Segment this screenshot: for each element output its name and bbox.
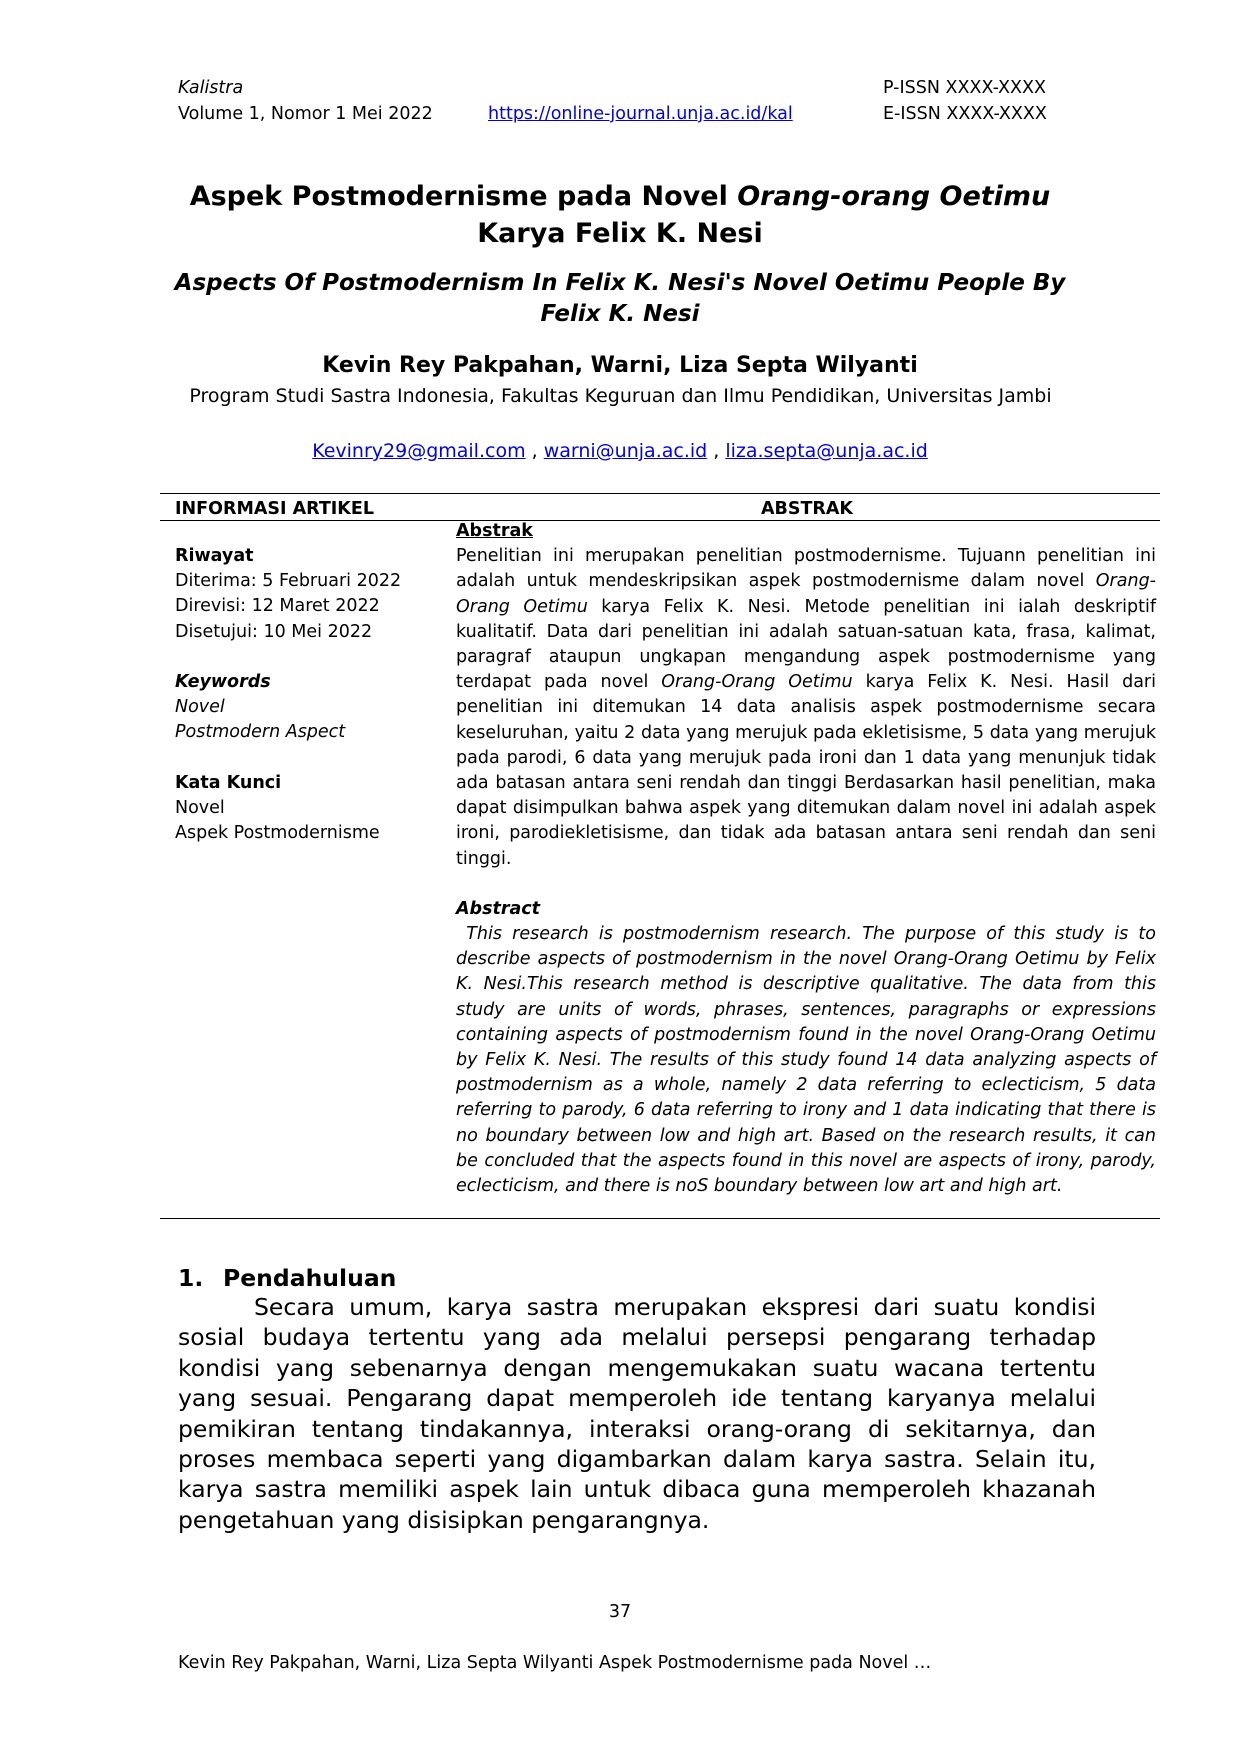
header-right: P-ISSN XXXX-XXXX E-ISSN XXXX-XXXX <box>883 75 1047 127</box>
accepted-date: Disetujui: 10 Mei 2022 <box>175 621 373 642</box>
title-text: Aspek Postmodernisme pada Novel <box>189 181 738 212</box>
keyword-item: Postmodern Aspect <box>175 722 346 743</box>
abstract-column: Abstrak Penelitian ini merupakan penelit… <box>456 519 1156 1199</box>
email-separator: , <box>707 440 726 462</box>
section-title: 1. Pendahuluan <box>178 1262 396 1294</box>
abstract-text: This research is postmodernism research.… <box>456 924 1162 1197</box>
abstrak-novel-title: Orang-Orang Oetimu <box>661 672 853 693</box>
email-link-1[interactable]: Kevinry29@gmail.com <box>312 440 526 462</box>
keyword-item: Novel <box>175 697 225 718</box>
header-left: Kalistra Volume 1, Nomor 1 Mei 2022 <box>178 75 433 127</box>
affiliation: Program Studi Sastra Indonesia, Fakultas… <box>189 385 1052 407</box>
article-subtitle: Aspects Of Postmodernism In Felix K. Nes… <box>150 268 1090 330</box>
page-number: 37 <box>608 1602 632 1622</box>
section-number: 1. <box>178 1264 204 1292</box>
title-italic-text: Orang-orang Oetimu <box>737 181 1051 212</box>
abstrak-text-part: Penelitian ini merupakan penelitian post… <box>456 546 1156 592</box>
title-line-2: Karya Felix K. Nesi <box>477 218 763 249</box>
journal-url-link[interactable]: https://online-journal.unja.ac.id/kal <box>488 104 793 124</box>
table-bottom-rule <box>160 1218 1160 1219</box>
header-center: https://online-journal.unja.ac.id/kal <box>488 101 793 127</box>
pissn: P-ISSN XXXX-XXXX <box>883 78 1046 98</box>
info-header: INFORMASI ARTIKEL <box>175 499 374 519</box>
email-link-2[interactable]: warni@unja.ac.id <box>543 440 708 462</box>
abstrak-novel-title: Orang-Orang Oetimu <box>456 571 1156 617</box>
authors: Kevin Rey Pakpahan, Warni, Liza Septa Wi… <box>322 353 918 378</box>
author-emails: Kevinry29@gmail.com , warni@unja.ac.id ,… <box>150 438 1090 464</box>
kata-kunci-item: Novel <box>175 797 225 818</box>
section-paragraph: Secara umum, karya sastra merupakan eksp… <box>178 1293 1096 1534</box>
email-link-3[interactable]: liza.septa@unja.ac.id <box>725 440 928 462</box>
received-date: Diterima: 5 Februari 2022 <box>175 571 402 592</box>
article-info: Riwayat Diterima: 5 Februari 2022 Direvi… <box>175 544 445 846</box>
abstract-label: Abstract <box>456 898 541 919</box>
abstrak-text: Penelitian ini merupakan penelitian post… <box>456 544 1156 872</box>
eissn: E-ISSN XXXX-XXXX <box>883 104 1047 124</box>
abstrak-text-part: karya Felix K. Nesi. Hasil dari peneliti… <box>456 672 1156 869</box>
running-footer: Kevin Rey Pakpahan, Warni, Liza Septa Wi… <box>178 1653 932 1673</box>
kata-kunci-label: Kata Kunci <box>175 772 282 793</box>
table-header-rule <box>160 520 1160 521</box>
subtitle-line-2: Felix K. Nesi <box>540 301 700 327</box>
abstract-header: ABSTRAK <box>760 499 853 519</box>
journal-name: Kalistra <box>178 78 244 98</box>
table-top-rule <box>160 493 1160 494</box>
revised-date: Direvisi: 12 Maret 2022 <box>175 596 380 617</box>
journal-volume: Volume 1, Nomor 1 Mei 2022 <box>178 104 433 124</box>
abstrak-text-part: karya Felix K. Nesi. Metode penelitian i… <box>456 596 1156 693</box>
riwayat-label: Riwayat <box>175 546 254 566</box>
subtitle-line-1: Aspects Of Postmodernism In Felix K. Nes… <box>174 270 1066 296</box>
kata-kunci-item: Aspek Postmodernisme <box>175 823 380 844</box>
section-name: Pendahuluan <box>223 1264 397 1292</box>
keywords-label: Keywords <box>175 671 271 692</box>
abstrak-label: Abstrak <box>456 521 533 541</box>
email-separator: , <box>525 440 544 462</box>
article-title: Aspek Postmodernisme pada Novel Orang-or… <box>150 178 1090 252</box>
